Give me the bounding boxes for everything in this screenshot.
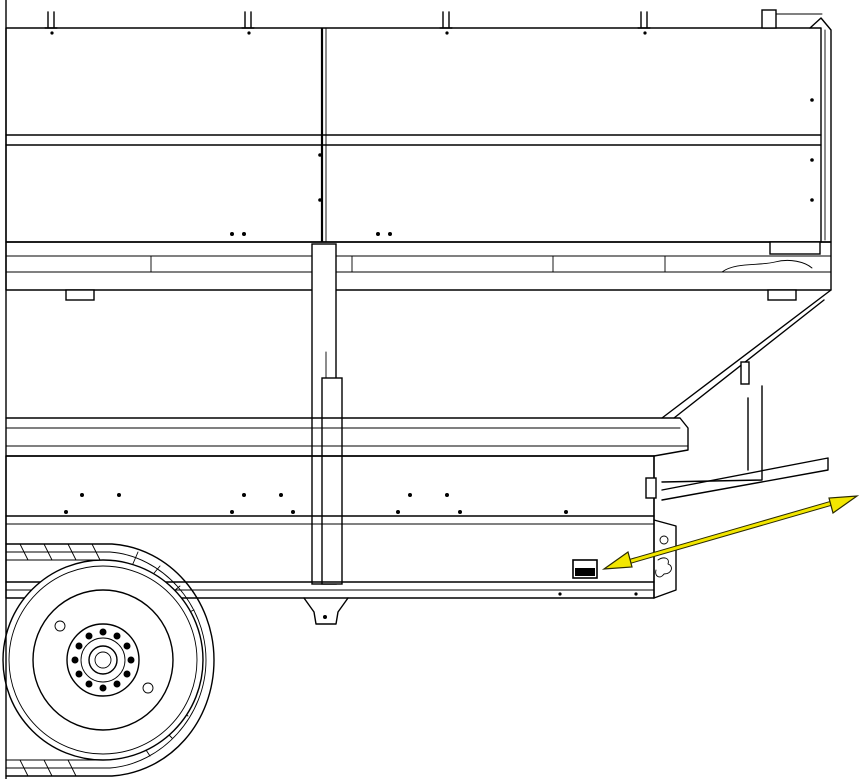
double-headed-arrow-icon xyxy=(601,495,859,570)
upper-box-extensions xyxy=(5,9,832,243)
middle-rail xyxy=(5,417,689,457)
hopper-front xyxy=(661,289,832,501)
top-handles xyxy=(44,11,651,29)
reflector-decal-icon xyxy=(572,559,598,579)
wheel-lug-nuts xyxy=(71,628,135,692)
track-and-wheel xyxy=(2,543,215,777)
lower-bolts xyxy=(64,493,638,596)
upper-bolts xyxy=(50,31,814,236)
top-rail xyxy=(5,241,832,301)
center-post xyxy=(311,243,343,585)
